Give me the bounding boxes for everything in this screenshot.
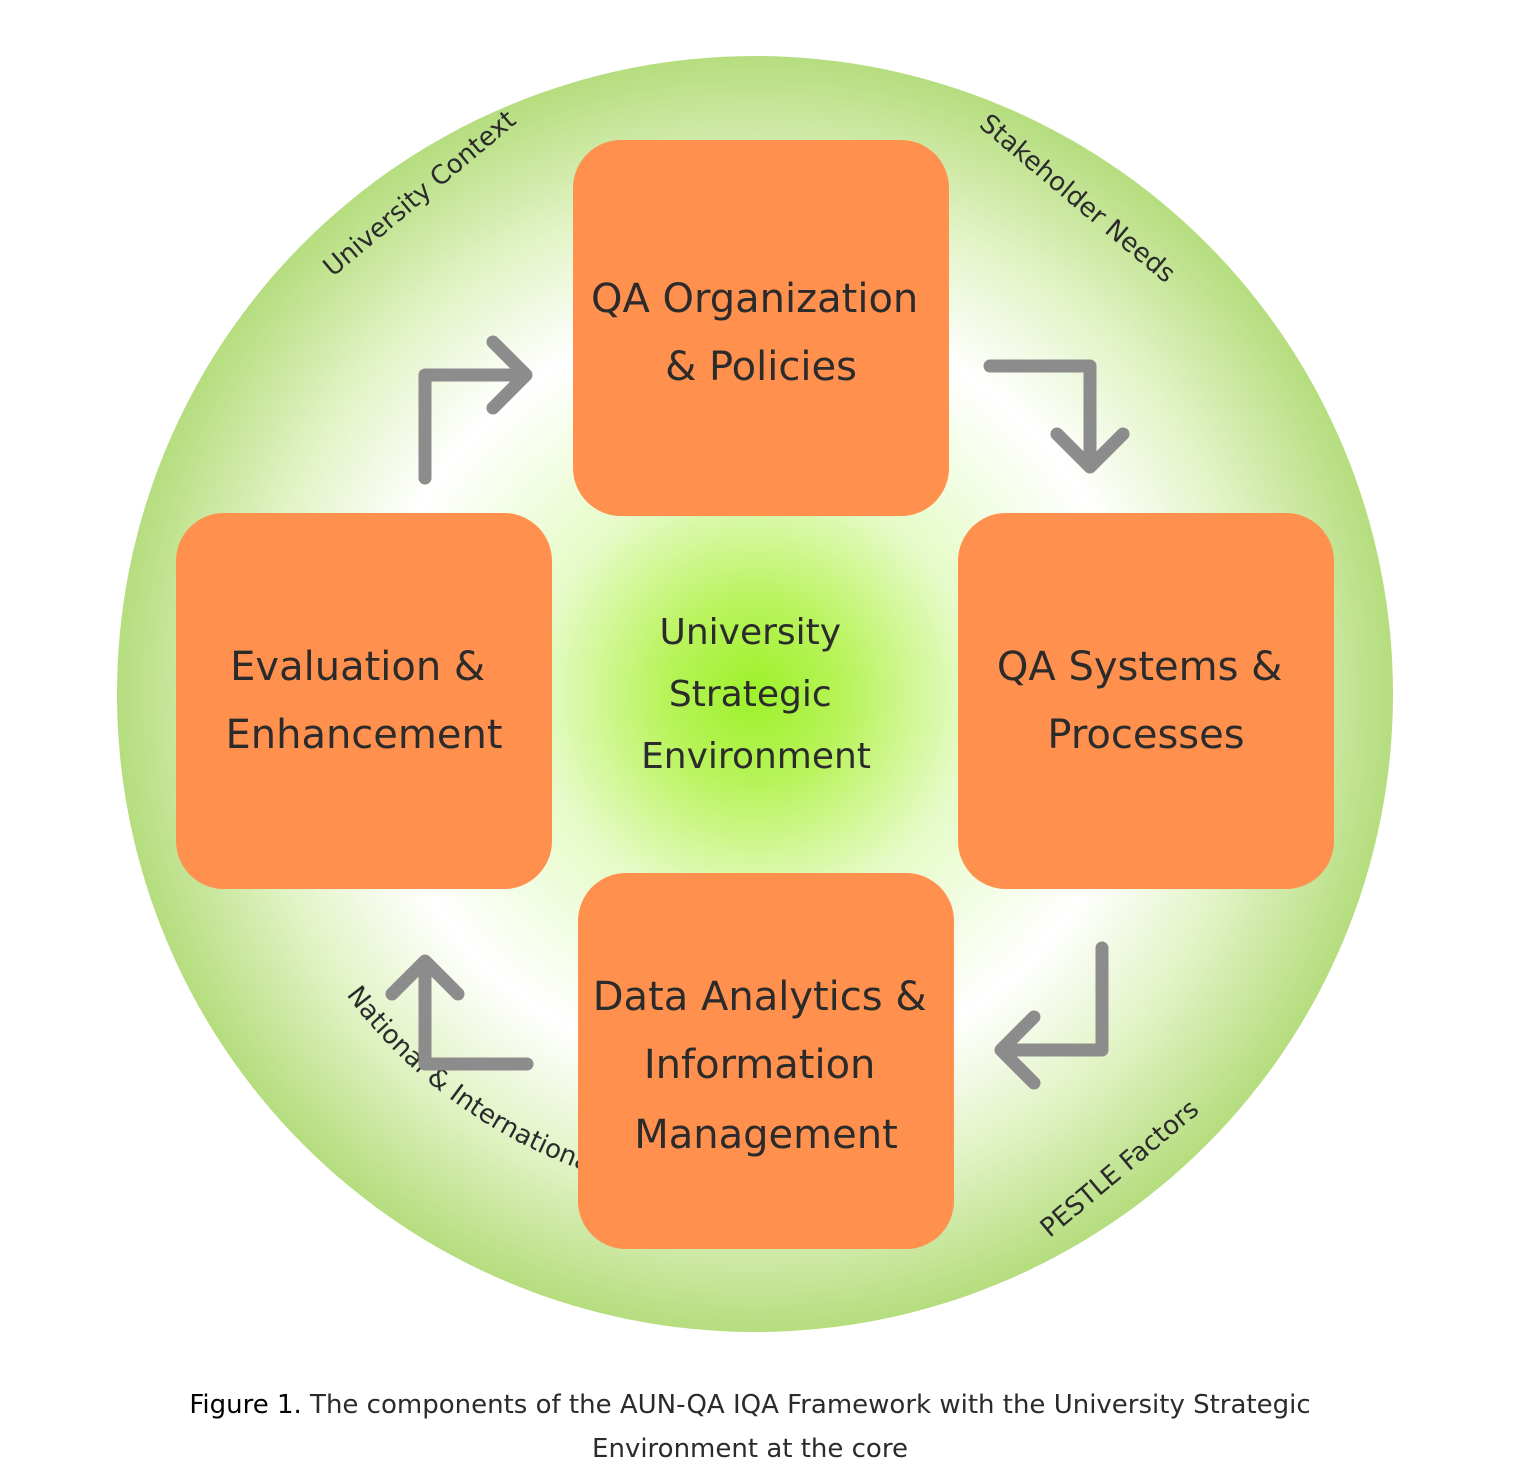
caption-label: Figure 1.: [189, 1390, 302, 1420]
svg-text:QA Organization & Polici: QA Organization & Policies: [591, 276, 931, 390]
component-top-line1: QA Organization: [591, 276, 918, 322]
component-left-line2: Enhancement: [225, 712, 502, 758]
component-left-line1: Evaluation &: [230, 644, 485, 690]
arrow-right-to-bottom-icon: [994, 941, 1109, 1090]
caption-text-line2: Environment at the core: [592, 1434, 908, 1464]
component-top-line2: & Policies: [665, 344, 857, 390]
caption-text: The components of the AUN-QA IQA Framewo…: [301, 1390, 1311, 1420]
component-right-line2: Processes: [1047, 712, 1244, 758]
arrow-left-to-top-icon: [418, 335, 533, 485]
figure-caption: Figure 1. The components of the AUN-QA I…: [180, 1383, 1320, 1471]
component-right-line1: QA Systems &: [997, 644, 1282, 690]
component-bottom-line2: Information: [644, 1042, 876, 1088]
svg-text:Data Analytics & Informa: Data Analytics & Information Management: [593, 974, 940, 1158]
component-bottom-line3: Management: [634, 1112, 898, 1158]
svg-text:Evaluation & Enhancement: Evaluation & Enhancement: [225, 644, 502, 758]
component-qa-organization: QA Organization & Policies: [573, 140, 949, 516]
component-data-analytics: Data Analytics & Information Management: [578, 873, 954, 1249]
center-label: University Strategic Environment: [641, 612, 871, 777]
arrow-bottom-to-left-icon: [385, 954, 534, 1071]
svg-text:QA Systems & Processes: QA Systems & Processes: [997, 644, 1295, 758]
component-evaluation: Evaluation & Enhancement: [176, 513, 552, 889]
component-qa-systems: QA Systems & Processes: [958, 513, 1334, 889]
framework-diagram: University Context Stakeholder Needs Nat…: [117, 56, 1393, 1332]
component-bottom-line1: Data Analytics &: [593, 974, 927, 1020]
arrow-top-to-right-icon: [983, 359, 1130, 474]
